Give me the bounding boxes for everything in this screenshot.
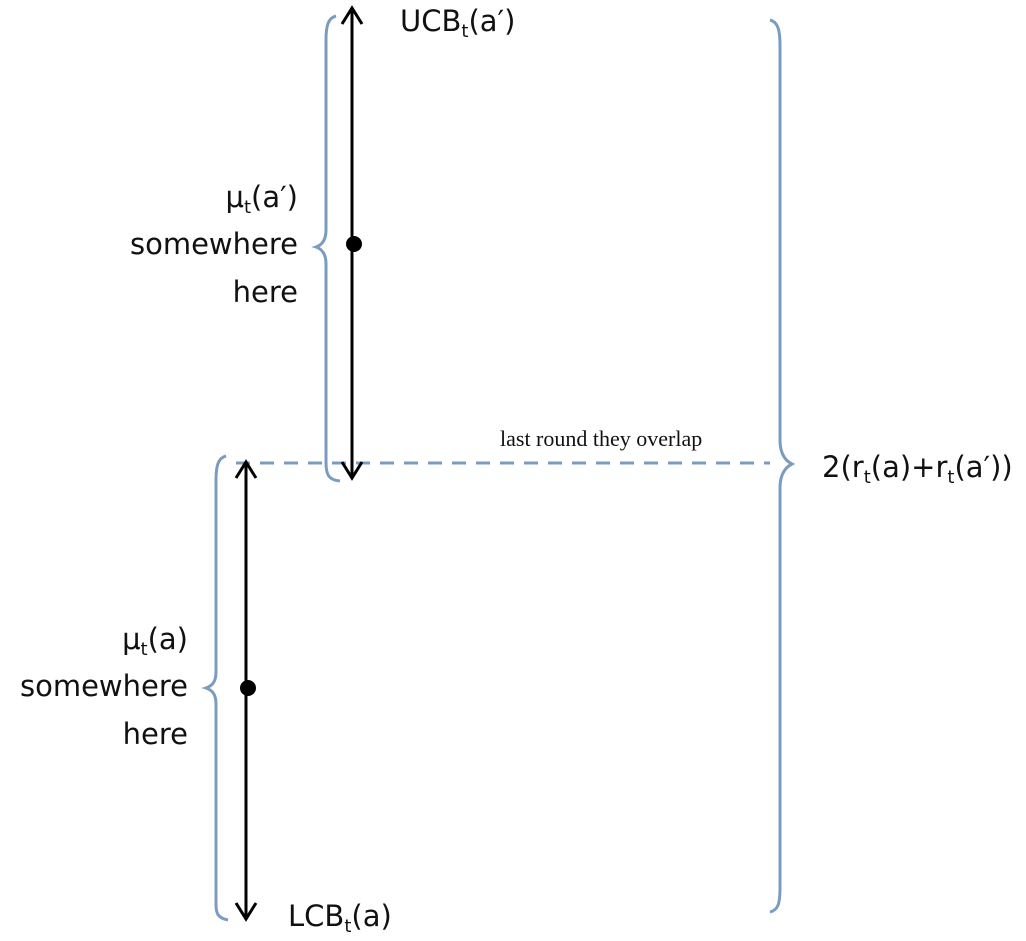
overlap-label: last round they overlap	[500, 426, 703, 451]
mu-aprime-annotation: μt(a′) somewhere here	[130, 174, 298, 316]
mu-a-line1: μt(a)	[122, 622, 188, 660]
upper-left-brace	[311, 14, 341, 483]
mu-a-line2: somewhere	[19, 669, 188, 704]
interval-width-label: 2(rt(a)+rt(a′))	[822, 450, 1013, 488]
lcb-sub: t	[344, 916, 352, 937]
ucb-label: UCBt(a′)	[400, 0, 515, 45]
mu-aprime-line1: μt(a′)	[225, 180, 299, 218]
ucb-arg: (a′)	[468, 4, 516, 38]
lcb-label: LCBt(a)	[288, 893, 392, 940]
ucb-sub: t	[461, 21, 469, 42]
lcb-main: LCB	[288, 899, 345, 933]
mu-aprime-point	[346, 236, 362, 252]
lcb-arg: (a)	[351, 899, 392, 933]
mu-a-annotation: μt(a) somewhere here	[20, 616, 188, 758]
lower-left-brace	[201, 454, 229, 922]
right-brace	[769, 18, 796, 914]
mu-a-point	[240, 680, 256, 696]
mu-a-line3: here	[122, 716, 188, 751]
mu-aprime-line3: here	[232, 274, 298, 309]
mu-aprime-line2: somewhere	[129, 227, 298, 262]
ucb-main: UCB	[400, 4, 462, 38]
